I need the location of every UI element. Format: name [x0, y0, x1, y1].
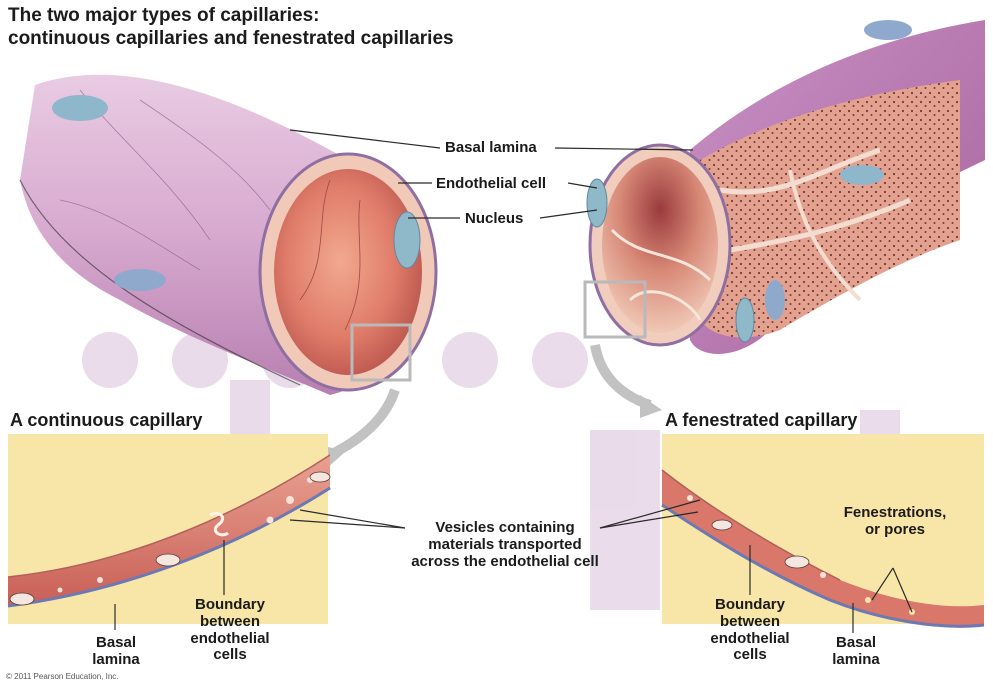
label-basal-lamina-right: Basal lamina: [820, 635, 892, 669]
copyright-notice: © 2011 Pearson Education, Inc.: [6, 673, 118, 682]
label-basal-lamina: Basal lamina: [445, 140, 537, 157]
fenestrated-vessel-illustration: [587, 20, 985, 354]
continuous-callout-arrow: [330, 390, 395, 455]
heading-continuous-capillary: A continuous capillary: [10, 410, 202, 430]
label-endothelial-cell: Endothelial cell: [436, 176, 546, 193]
label-basal-lamina-left: Basal lamina: [80, 635, 152, 669]
nucleus-icon: [840, 165, 884, 185]
fenestrated-callout-arrow: [595, 345, 650, 405]
heading-fenestrated-capillary: A fenestrated capillary: [665, 410, 857, 430]
figure-subtitle: continuous capillaries and fenestrated c…: [8, 28, 454, 51]
label-vesicles: Vesicles containing materials transporte…: [390, 520, 620, 570]
label-fenestrations: Fenestrations, or pores: [830, 505, 960, 539]
label-boundary-right: Boundary between endothelial cells: [698, 597, 802, 664]
continuous-capillary-panel: [8, 434, 330, 624]
nucleus-icon: [765, 280, 785, 320]
continuous-vessel-illustration: [20, 75, 436, 395]
nucleus-icon: [864, 20, 912, 40]
nucleus-icon: [52, 95, 108, 121]
label-nucleus: Nucleus: [465, 211, 523, 228]
figure-title: The two major types of capillaries:: [8, 5, 319, 28]
label-boundary-left: Boundary between endothelial cells: [180, 597, 280, 664]
nucleus-icon: [114, 269, 166, 291]
